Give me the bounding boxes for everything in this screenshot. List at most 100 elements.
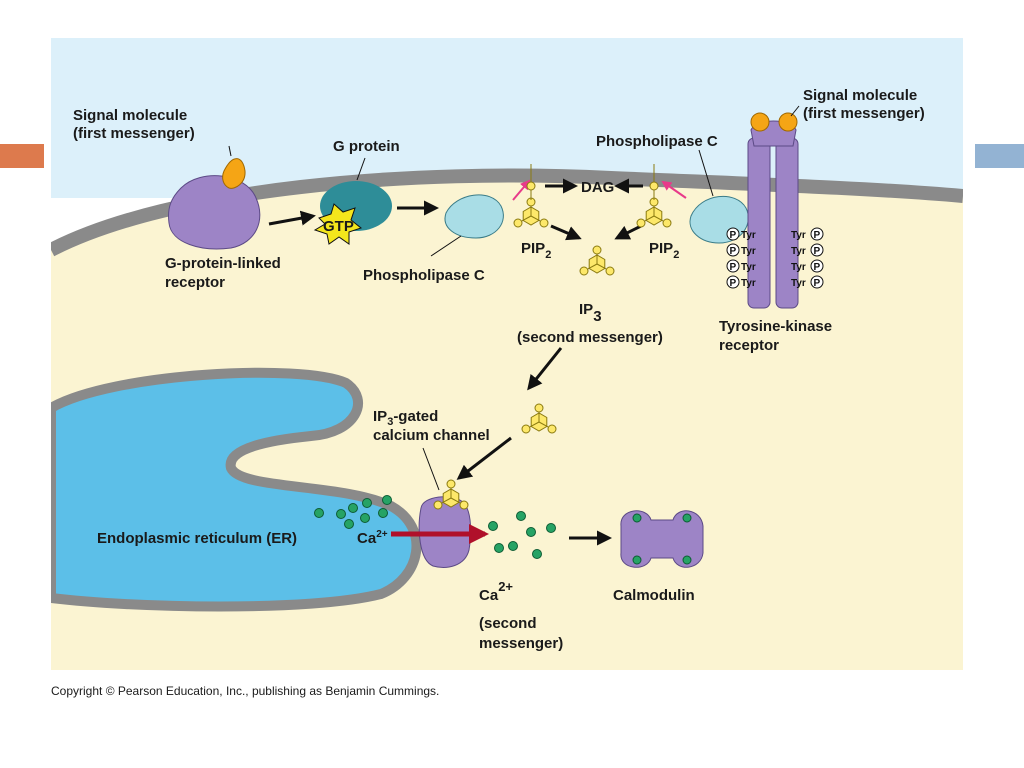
plc-lower-label: Phospholipase C [363,267,485,284]
svg-text:P: P [814,230,821,241]
leader-channel [422,447,440,491]
svg-text:P: P [730,278,737,289]
calcium-ion [516,511,526,521]
calcium-ion [362,498,372,508]
arrow-ip3-to-channel [456,436,512,480]
svg-text:P: P [730,230,737,241]
svg-text:Tyr: Tyr [741,278,756,289]
ip3-molecule-top [579,245,615,276]
calmodulin-calcium-ion [632,513,642,523]
ca-big-label: Ca2+ [479,579,513,604]
decorative-bar-left [0,144,44,168]
tyr-p-right-0: P Tyr [791,227,824,241]
arrow-ip3-down [527,347,563,391]
calmodulin-calcium-ion [632,555,642,565]
leader-signal-right [790,105,800,117]
svg-text:Tyr: Tyr [791,262,806,273]
pip2-lipid-1 [649,164,659,200]
signal-molecule-left [222,158,246,189]
leader-signal-left [228,145,232,157]
tyr-p-right-3: P Tyr [791,275,824,289]
calcium-ion [488,521,498,531]
calcium-ion [336,509,346,519]
pip2-lipid-0 [526,164,536,200]
svg-text:Tyr: Tyr [791,246,806,257]
g-protein-linked-receptor [168,175,261,250]
signal-left-line2: (first messenger) [73,125,195,142]
calmodulin-calcium-ion [682,555,692,565]
calcium-ion [314,508,324,518]
signal-molecule-right-b [778,112,798,132]
pip2-molecule-left [513,197,549,228]
tyr-p-left-1: P Tyr [726,243,756,257]
calcium-ion [532,549,542,559]
calcium-ion [382,495,392,505]
second-messenger-label: (second messenger) [517,329,663,346]
arrow-pip2-left-to-ip3 [550,224,582,241]
svg-text:Tyr: Tyr [741,246,756,257]
signal-molecule-right-a [750,112,770,132]
er-label: Endoplasmic reticulum (ER) [97,530,297,547]
svg-text:Tyr: Tyr [791,230,806,241]
g-protein-label: G protein [333,138,400,155]
ip3-molecule-middle [521,403,557,434]
arrow-plc-pointer [698,149,714,197]
svg-text:Tyr: Tyr [741,230,756,241]
svg-text:Tyr: Tyr [741,262,756,273]
tyr-p-left-2: P Tyr [726,259,756,273]
g-receptor-line1: G-protein-linked [165,255,281,272]
arrow-pip2-right-to-ip3 [614,224,642,240]
tyr-p-right-1: P Tyr [791,243,824,257]
svg-text:P: P [814,278,821,289]
arrow-plc-right-pink [661,180,687,199]
arrow-receptor-to-gprotein [268,210,316,226]
leader-plc-lower [430,235,462,257]
ip3-gated-label: IP3-gated [373,408,438,428]
plc-upper-label: Phospholipase C [596,133,718,150]
calcium-ion [526,527,536,537]
pip2-right-label: PIP2 [649,240,679,261]
calcium-ion [546,523,556,533]
decorative-bar-right [975,144,1024,168]
svg-text:P: P [814,246,821,257]
tyr-p-right-2: P Tyr [791,259,824,273]
pip2-molecule-right [636,197,672,228]
g-receptor-line2: receptor [165,274,225,291]
calmodulin-calcium-ion [682,513,692,523]
signal-left-line1: Signal molecule [73,107,187,124]
calcium-ion [360,513,370,523]
tyr-receptor-line2: receptor [719,337,779,354]
calcium-ion [508,541,518,551]
calcium-channel-label: calcium channel [373,427,490,444]
svg-text:P: P [730,262,737,273]
svg-text:P: P [730,246,737,257]
signal-right-line1: Signal molecule [803,87,917,104]
endoplasmic-reticulum [51,367,422,612]
dag-label: DAG [581,179,614,196]
ip3-label: IP3 [579,301,602,325]
pip2-left-label: PIP2 [521,240,551,261]
ca-messenger-line1: (second [479,615,537,632]
copyright-notice: Copyright © Pearson Education, Inc., pub… [51,684,440,698]
tyr-p-left-3: P Tyr [726,275,756,289]
calcium-ion [494,543,504,553]
ca-inside-label: Ca2+ [357,529,388,547]
signal-right-line2: (first messenger) [803,105,925,122]
leader-g-protein [356,157,366,181]
gtp-label: GTP [323,218,354,235]
gtp-badge [313,203,363,245]
calmodulin-label: Calmodulin [613,587,695,604]
arrow-plc-left-pink [512,179,531,201]
tyr-receptor-line1: Tyrosine-kinase [719,318,832,335]
tyr-p-left-0: P Tyr [726,227,756,241]
calcium-ion [378,508,388,518]
calmodulin-protein [620,510,704,568]
calcium-ion [344,519,354,529]
ip3-molecule-bound [433,479,469,510]
svg-text:P: P [814,262,821,273]
svg-text:Tyr: Tyr [791,278,806,289]
ca-messenger-line2: messenger) [479,635,563,652]
phospholipase-c-left [444,194,504,239]
calcium-ion [348,503,358,513]
